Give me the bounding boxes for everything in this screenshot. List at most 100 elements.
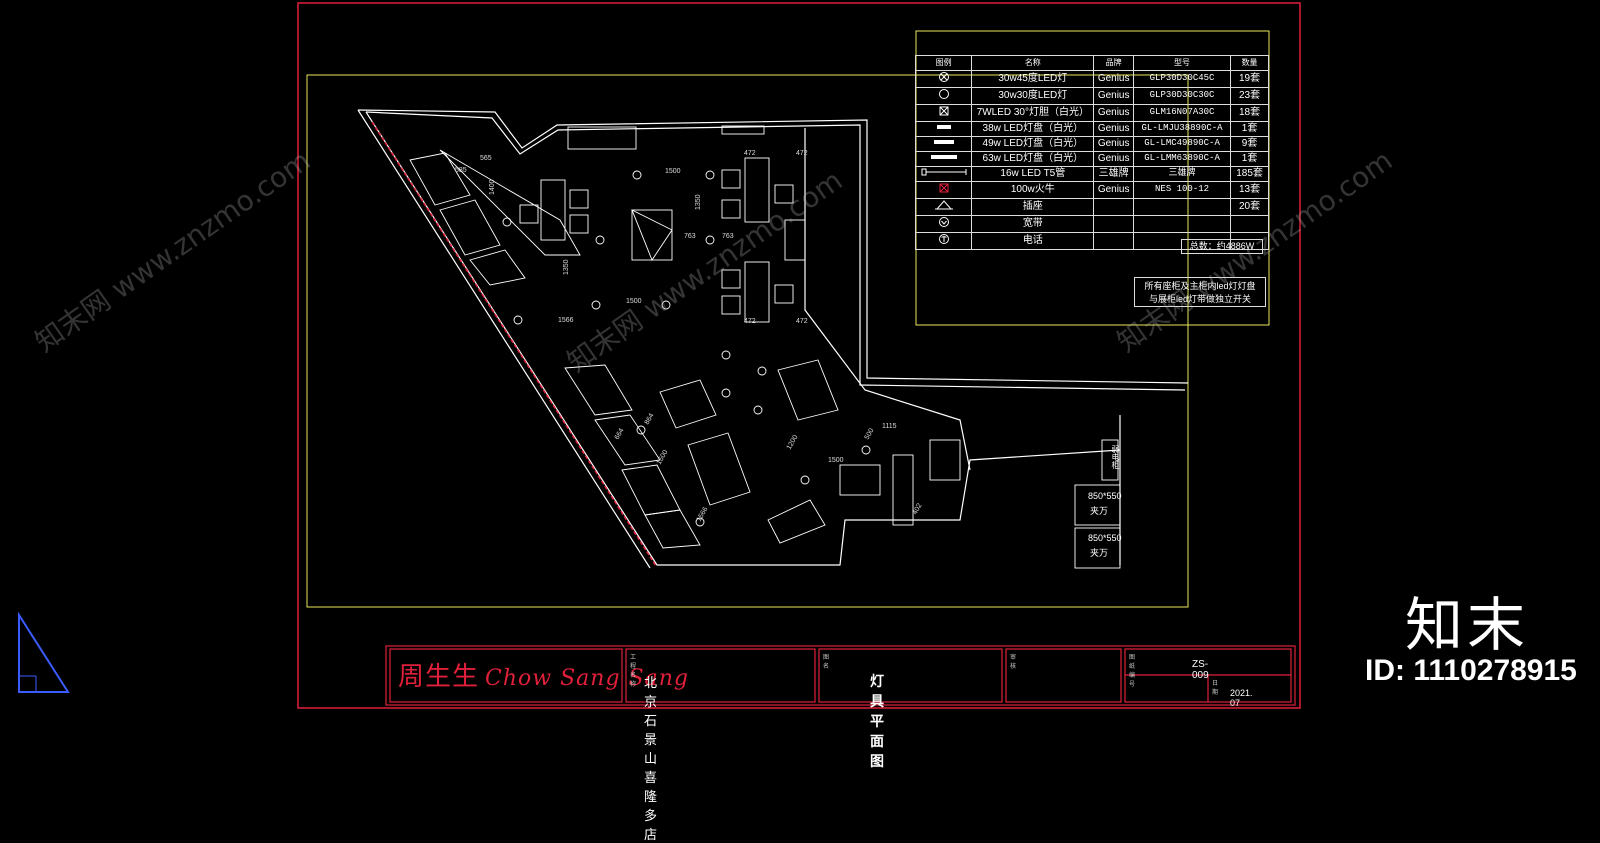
dim-text: 402: [912, 502, 924, 516]
table-row: 30w45度LED灯 Genius GLP30D30C45C 19套: [914, 69, 1269, 88]
dimension-labels: 1500 1350 763 763 1350 1500 1566 1400 58…: [455, 150, 924, 523]
watermark-logo: 知末: [1405, 591, 1530, 659]
legend-model: GL-LMC49890C-A: [1132, 135, 1232, 152]
table-row: 38w LED灯盘（白光） Genius GL-LMJU38890C-A 1套: [914, 120, 1269, 137]
legend-model: GLM16N07A30C: [1132, 103, 1232, 122]
power-total: 总数：约4886W: [1181, 239, 1263, 254]
safe-size-label: 850*550: [1088, 533, 1122, 543]
legend-model: NES 100-12: [1132, 180, 1232, 199]
switch-note-line: 所有座柜及主柜内led灯灯盘: [1144, 281, 1256, 291]
broadband-icon: [914, 214, 973, 233]
legend-header: 品牌: [1093, 55, 1134, 71]
legend-brand: 三雄牌: [1093, 165, 1134, 182]
legend-qty: 18套: [1230, 103, 1269, 122]
legend-header: 数量: [1230, 55, 1269, 71]
dim-text: 763: [684, 233, 696, 240]
legend-brand: Genius: [1093, 180, 1134, 199]
brand-name-cn: 周生生: [398, 662, 480, 692]
legend-model: [1132, 197, 1232, 216]
dim-text: 664: [614, 427, 626, 441]
legend-model: GL-LMM63890C-A: [1132, 150, 1232, 167]
legend-model: [1132, 231, 1232, 250]
drawing-frame: [297, 2, 1301, 709]
brand-name-en: Chow Sang Sang: [485, 666, 689, 691]
legend-qty: 1套: [1230, 150, 1269, 167]
floor-plan-drawing: 1500 1350 763 763 1350 1500 1566 1400 58…: [297, 2, 1301, 709]
legend-model: 三雄牌: [1132, 165, 1232, 182]
dim-text: 565: [480, 155, 492, 162]
t5-tube-icon: [914, 165, 973, 182]
legend-header: 名称: [971, 55, 1095, 71]
legend-brand: Genius: [1093, 86, 1134, 105]
legend-table: 图例 名称 品牌 型号 数量 30w45度LED灯 Genius GLP30D3…: [914, 55, 1269, 250]
legend-model: GL-LMJU38890C-A: [1132, 120, 1232, 137]
legend-name: 宽带: [971, 214, 1095, 233]
dim-text: 1500: [828, 457, 844, 464]
legend-brand: [1093, 197, 1134, 216]
legend-qty: [1230, 231, 1269, 250]
dim-text: 472: [796, 318, 808, 325]
legend-name: 电话: [971, 231, 1095, 250]
legend-name: 63w LED灯盘（白光）: [971, 150, 1095, 167]
table-row: 30w30度LED灯 Genius GLP30D30C30C 23套: [914, 86, 1269, 105]
downlight-45-icon: [914, 69, 973, 88]
dim-text: 472: [796, 150, 808, 157]
legend-qty: 19套: [1230, 69, 1269, 88]
dim-text: 1566: [696, 506, 710, 523]
legend-name: 7WLED 30°灯胆（白光）: [971, 103, 1095, 122]
dim-text: 1350: [563, 259, 570, 275]
dim-text: 763: [722, 233, 734, 240]
dim-text: 1400: [489, 179, 496, 195]
legend-model: GLP30D30C45C: [1132, 69, 1232, 88]
table-row: 100w火牛 Genius NES 100-12 13套: [914, 180, 1269, 199]
legend-brand: [1093, 214, 1134, 233]
legend-brand: [1093, 231, 1134, 250]
legend-brand: Genius: [1093, 69, 1134, 88]
legend-name: 49w LED灯盘（白光）: [971, 135, 1095, 152]
table-row: 7WLED 30°灯胆（白光） Genius GLM16N07A30C 18套: [914, 103, 1269, 122]
dim-text: 1500: [626, 298, 642, 305]
dim-text: 1500: [656, 449, 670, 466]
furniture: [519, 125, 1121, 569]
legend-model: GLP30D30C30C: [1132, 86, 1232, 105]
spotlight-red-icon: [914, 180, 973, 199]
dim-text: 500: [864, 427, 876, 441]
legend-model: [1132, 214, 1232, 233]
switch-note-line: 与展柜led灯带做独立开关: [1148, 294, 1251, 304]
legend-brand: Genius: [1093, 135, 1134, 152]
legend-qty: 20套: [1230, 197, 1269, 216]
legend-qty: 9套: [1230, 135, 1269, 152]
legend-name: 插座: [971, 197, 1095, 216]
table-row: 插座 20套: [914, 197, 1269, 216]
facade-line: [371, 121, 657, 567]
plan-boundary: [306, 74, 1189, 608]
phone-icon: [914, 231, 973, 250]
socket-icon: [914, 197, 973, 216]
downlight-30-icon: [914, 86, 973, 105]
table-row: 电话: [914, 231, 1269, 250]
north-arrow-icon: [18, 612, 70, 693]
facade-cabinets: [409, 149, 701, 549]
led-panel-medium-icon: [914, 135, 973, 152]
dim-text: 585: [455, 167, 467, 174]
legend-name: 16w LED T5管: [971, 165, 1095, 182]
dim-text: 1200: [786, 434, 800, 451]
legend-name: 100w火牛: [971, 180, 1095, 199]
legend-brand: Genius: [1093, 150, 1134, 167]
table-row: 16w LED T5管 三雄牌 三雄牌 185套: [914, 165, 1269, 182]
square-lamp-icon: [914, 103, 973, 122]
legend-brand: Genius: [1093, 120, 1134, 137]
safe-label: 夹万: [1090, 506, 1109, 516]
legend-header: 图例: [914, 55, 973, 71]
legend-brand: Genius: [1093, 103, 1134, 122]
switch-note: 所有座柜及主柜内led灯灯盘 与展柜led灯带做独立开关: [1134, 277, 1266, 307]
legend-header: 型号: [1132, 55, 1232, 71]
legend-name: 38w LED灯盘（白光）: [971, 120, 1095, 137]
store-walls: [357, 109, 1189, 569]
dim-text: 864: [644, 412, 656, 426]
safe-label: 夹万: [1090, 548, 1109, 558]
table-row: 宽带: [914, 214, 1269, 233]
dim-text: 472: [744, 150, 756, 157]
light-fixtures: [502, 170, 871, 527]
table-row: 63w LED灯盘（白光） Genius GL-LMM63890C-A 1套: [914, 150, 1269, 167]
